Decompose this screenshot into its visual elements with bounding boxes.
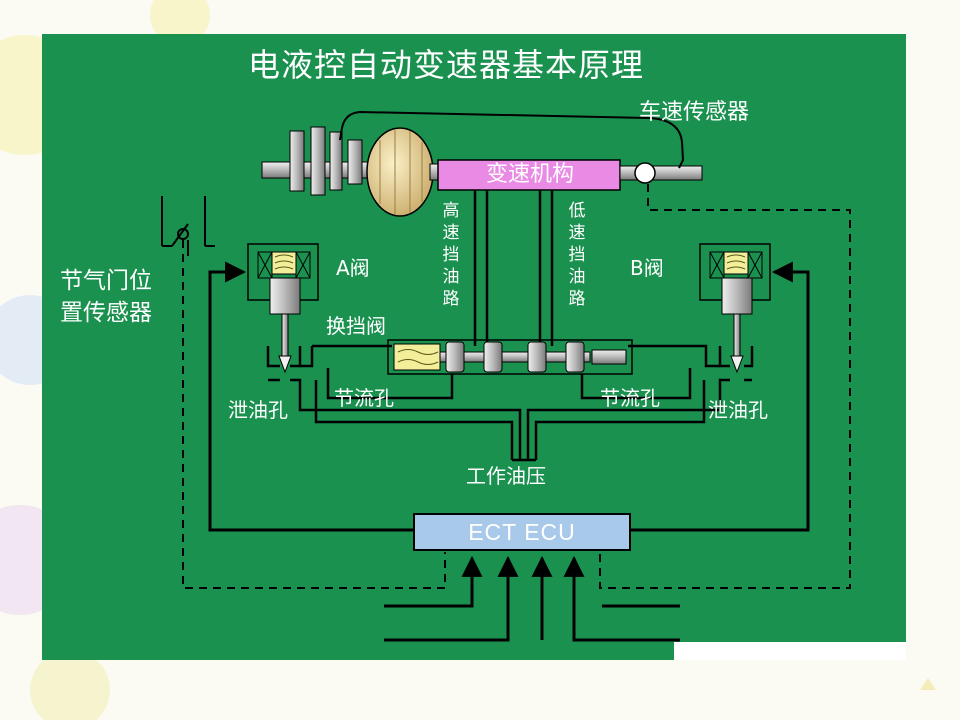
output-shaft — [619, 165, 703, 181]
throttle-sensor-label-line1: 节气门位 — [60, 268, 152, 294]
solenoid-valve-a — [247, 243, 319, 374]
torque-converter — [366, 127, 434, 217]
throttle-orifice-right-label: 节流孔 — [600, 386, 660, 410]
throttle-orifice-left-label: 节流孔 — [334, 386, 394, 410]
shift-valve-spool — [387, 339, 633, 375]
throttle-sensor-label-line2: 置传感器 — [60, 300, 152, 326]
diagram-panel — [42, 34, 906, 660]
ecu-box — [413, 513, 631, 551]
panel-corner-patch — [674, 642, 906, 660]
ecu-label: ECT ECU — [468, 519, 576, 545]
speed-sensor-gear — [634, 162, 656, 184]
valve-b-label: B阀 — [630, 256, 664, 280]
high-speed-oil-line-label: 高速挡油路 — [442, 201, 460, 309]
drain-hole-left-label: 泄油孔 — [228, 398, 288, 422]
shift-valve-label: 换挡阀 — [326, 314, 386, 338]
transmission-mechanism-box — [437, 159, 621, 191]
working-pressure-label: 工作油压 — [466, 464, 546, 488]
throttle-sensor-symbol — [161, 196, 215, 256]
diagram-title: 电液控自动变速器基本原理 — [248, 46, 645, 84]
drain-hole-right-label: 泄油孔 — [708, 398, 768, 422]
engine-crankshaft — [261, 126, 383, 196]
vehicle-speed-sensor-label: 车速传感器 — [639, 100, 750, 125]
valve-a-label: A阀 — [336, 256, 370, 280]
solenoid-valve-b — [699, 243, 771, 374]
low-speed-oil-line-label: 低速挡油路 — [568, 201, 586, 309]
oil-passages — [266, 344, 754, 462]
transmission-mechanism-label: 变速机构 — [485, 162, 574, 187]
ecu-input-signals — [384, 555, 680, 642]
